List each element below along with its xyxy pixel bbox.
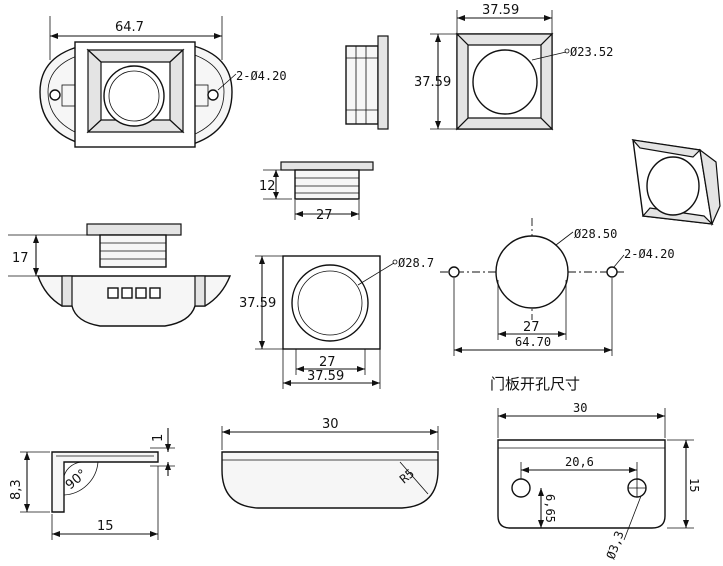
plate-view: 30 R5 [221,417,439,509]
hole-plate-length-label: 30 [573,401,587,415]
hole-dia-label: Ø3,3 [604,529,627,561]
cutout-view: Ø28.50 2-Ø4.20 27 64.70 [440,218,675,356]
mounting-height-label: 37.59 [239,296,276,311]
isometric-view [631,139,721,227]
mounting-outer-label: 37.59 [307,369,344,384]
top-view: 64.7 2-Ø4.20 [39,16,287,148]
square-height-label: 37.59 [414,75,451,90]
panel-cutout-title: 门板开孔尺寸 [490,375,580,393]
cutout-holes-label: 2-Ø4.20 [624,247,675,261]
bracket-height-label: 8,3 [9,479,24,500]
side-height-label: 12 [259,179,276,194]
cutout-circle-label: Ø28.50 [574,227,617,241]
hole-spacing-label: 20,6 [565,455,594,469]
mounting-front-view: Ø28.7 37.59 27 37.59 [239,255,434,389]
cutout-outer-label: 64.70 [515,335,551,349]
cutout-inner-label: 27 [523,320,540,335]
hole-plate-view: 30 15 20,6 6,65 Ø3,3 [497,401,701,561]
hole-offset-label: 6,65 [543,494,557,523]
bracket-angle-label: 90° [63,467,90,493]
bracket-length-label: 15 [97,519,114,534]
hole-plate-height-label: 15 [687,478,701,492]
square-width-label: 37.59 [482,3,519,18]
side-view-small: 12 27 [259,161,374,223]
top-holes-label: 2-Ø4.20 [236,69,287,83]
mounting-inner-label: 27 [319,355,336,370]
side-width-label: 27 [316,208,333,223]
plate-length-label: 30 [322,417,339,432]
square-front-view: 37.59 37.59 Ø23.52 [414,3,613,131]
side-profile-view [345,35,389,130]
front-height-label: 17 [12,251,29,266]
mounting-circle-label: Ø28.7 [398,256,434,270]
bracket-view: 1 8,3 90° 15 [9,428,175,540]
top-width-label: 64.7 [115,20,144,35]
bracket-thickness-label: 1 [151,434,166,442]
front-elevation-view: 17 [8,223,232,327]
square-circle-label: Ø23.52 [570,45,613,59]
